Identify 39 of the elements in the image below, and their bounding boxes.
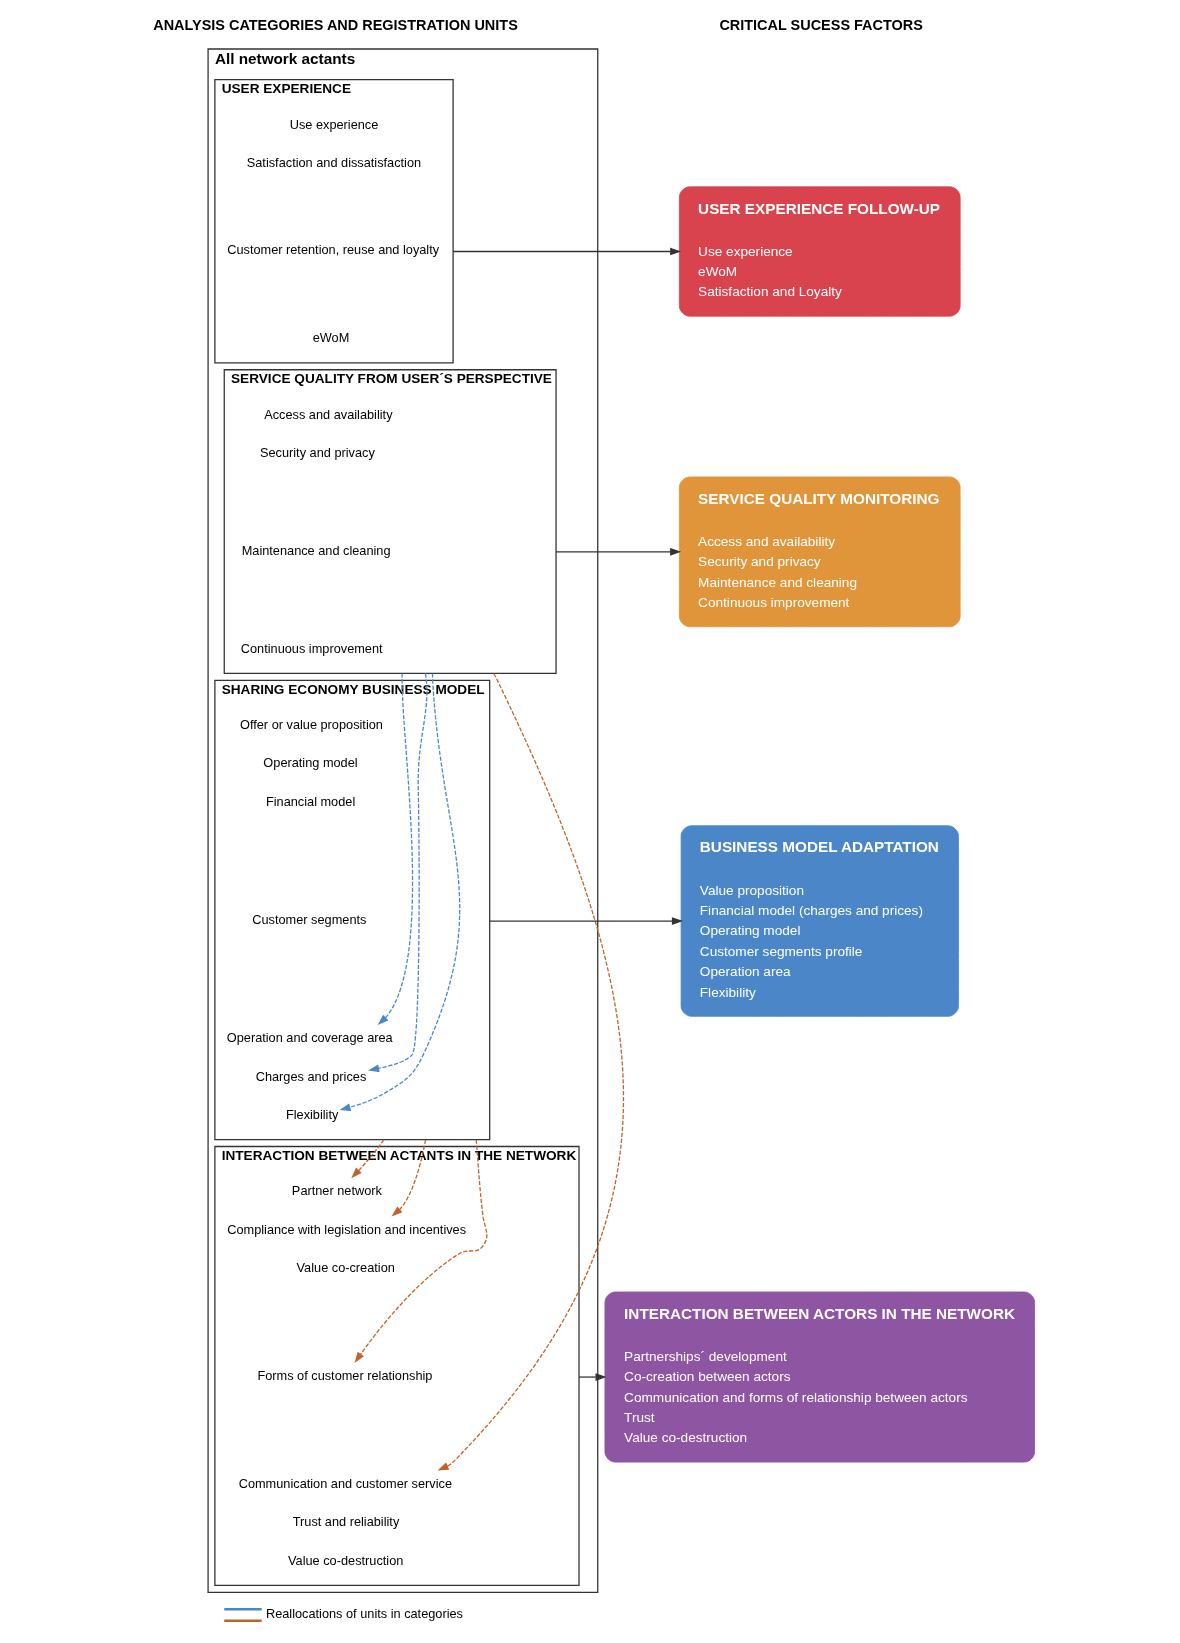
node-text: Satisfaction and dissatisfaction <box>246 154 421 170</box>
node-text: eWoM <box>312 330 349 346</box>
node-text: Communication and customer service <box>238 1476 452 1492</box>
arrow <box>451 247 681 256</box>
label: CRITICAL SUCESS FACTORS <box>718 16 923 33</box>
arrow <box>488 917 683 925</box>
arrow <box>391 1139 426 1217</box>
node-box: BUSINESS MODEL ADAPTATION Value proposition Financial model (charges and prices) Operating model Customer segments profile Operation area Flexibility <box>680 825 959 1017</box>
arrow <box>554 547 681 556</box>
node-box: USER EXPERIENCE FOLLOW-UP Use experience eWoM Satisfaction and Loyalty <box>678 186 961 317</box>
node-text: Value co-creation <box>296 1259 395 1275</box>
arrow <box>354 1139 487 1364</box>
arrow <box>577 1373 607 1381</box>
node-text: Operation and coverage area <box>226 1030 393 1046</box>
node-text: Continuous improvement <box>240 640 383 656</box>
node-text: Financial model <box>265 793 355 809</box>
node-text: Offer or value proposition <box>239 717 383 733</box>
node-text: Access and availability <box>263 406 393 422</box>
node-text: Partner network <box>291 1183 382 1199</box>
node-text: Value co-destruction <box>287 1552 403 1568</box>
node-text: Charges and prices <box>255 1068 366 1084</box>
node-text: Operating model <box>262 755 358 771</box>
arrow <box>350 1139 385 1179</box>
legend-label: Reallocations of units in categories <box>265 1606 463 1622</box>
node-text: Maintenance and cleaning <box>241 542 391 558</box>
node-text: Use experience <box>289 116 378 132</box>
arrow <box>339 672 460 1111</box>
node-text: Customer segments <box>251 912 366 928</box>
node-text: Customer retention, reuse and loyalty <box>226 242 439 258</box>
node-box: INTERACTION BETWEEN ACTORS IN THE NETWORK Partnerships´ development Co-creation between actors Communication and forms of relationship between actors Trust Value co-destruction <box>604 1291 1035 1463</box>
label: ANALYSIS CATEGORIES AND REGISTRATION UNITS <box>152 16 518 33</box>
node-text: Flexibility <box>285 1106 338 1122</box>
node-text: Forms of customer relationship <box>256 1368 432 1384</box>
node-text: Security and privacy <box>259 444 375 460</box>
node-box: SERVICE QUALITY MONITORING Access and availability Security and privacy Maintenance and cleaning Continuous improvement <box>678 476 961 628</box>
node-text: Compliance with legislation and incentives <box>226 1221 466 1237</box>
arrow <box>377 672 413 1026</box>
node-text: Trust and reliability <box>292 1514 399 1530</box>
arrow <box>367 672 428 1073</box>
